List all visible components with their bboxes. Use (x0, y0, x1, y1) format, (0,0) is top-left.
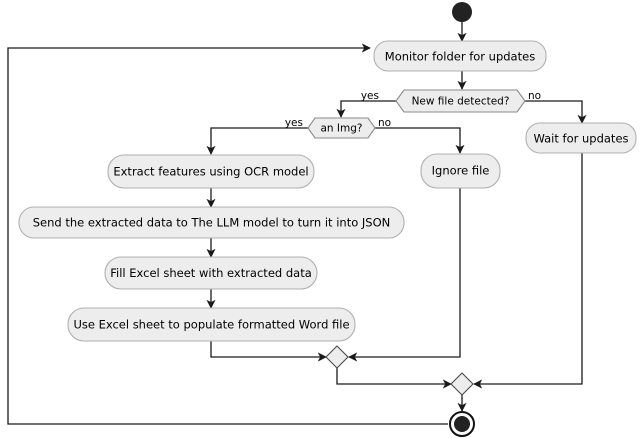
activity-send-to-llm-label: Send the extracted data to The LLM model… (33, 216, 391, 230)
edge-is-img-no-to-ignore (375, 127, 465, 154)
edge-label-is-img-no: no (378, 117, 391, 129)
edge-loopback-to-monitor (7, 43, 448, 425)
edge-ignore-to-merge-upper (348, 188, 461, 362)
activity-extract-features-label: Extract features using OCR model (113, 165, 308, 179)
start-node (452, 2, 472, 22)
edge-label-new-file-no: no (528, 90, 541, 102)
decision-an-img[interactable]: an Img? (307, 117, 376, 139)
activity-use-excel-sheet-label: Use Excel sheet to populate formatted Wo… (73, 318, 349, 332)
edge-wait-to-merge-lower (473, 152, 583, 389)
edge-use-excel-to-merge-upper (210, 341, 327, 362)
activity-monitor-folder-label: Monitor folder for updates (385, 50, 535, 64)
edge-merge-upper-to-merge-lower (336, 368, 452, 389)
merge-node-lower (450, 372, 474, 396)
edge-label-new-file-yes: yes (361, 90, 379, 102)
activity-extract-features[interactable]: Extract features using OCR model (107, 154, 315, 189)
activity-monitor-folder[interactable]: Monitor folder for updates (373, 40, 547, 72)
edge-label-is-img-yes: yes (285, 117, 303, 129)
decision-new-file-detected[interactable]: New file detected? (395, 89, 526, 113)
decision-new-file-detected-label: New file detected? (412, 96, 510, 108)
end-node (449, 411, 475, 437)
activity-use-excel-sheet[interactable]: Use Excel sheet to populate formatted Wo… (67, 307, 356, 342)
activity-fill-excel-sheet[interactable]: Fill Excel sheet with extracted data (104, 256, 318, 290)
activity-fill-excel-sheet-label: Fill Excel sheet with extracted data (110, 266, 312, 280)
merge-node-upper (325, 345, 349, 369)
edge-is-img-yes-to-extract (206, 127, 308, 155)
activity-wait-for-updates[interactable]: Wait for updates (525, 122, 637, 154)
activity-ignore-file[interactable]: Ignore file (420, 153, 501, 189)
edge-new-file-yes-to-is-img (336, 100, 396, 118)
decision-an-img-label: an Img? (321, 123, 363, 135)
edge-new-file-no-to-wait (525, 100, 587, 124)
activity-send-to-llm[interactable]: Send the extracted data to The LLM model… (18, 206, 405, 239)
activity-ignore-file-label: Ignore file (432, 164, 490, 178)
activity-wait-for-updates-label: Wait for updates (533, 132, 628, 146)
